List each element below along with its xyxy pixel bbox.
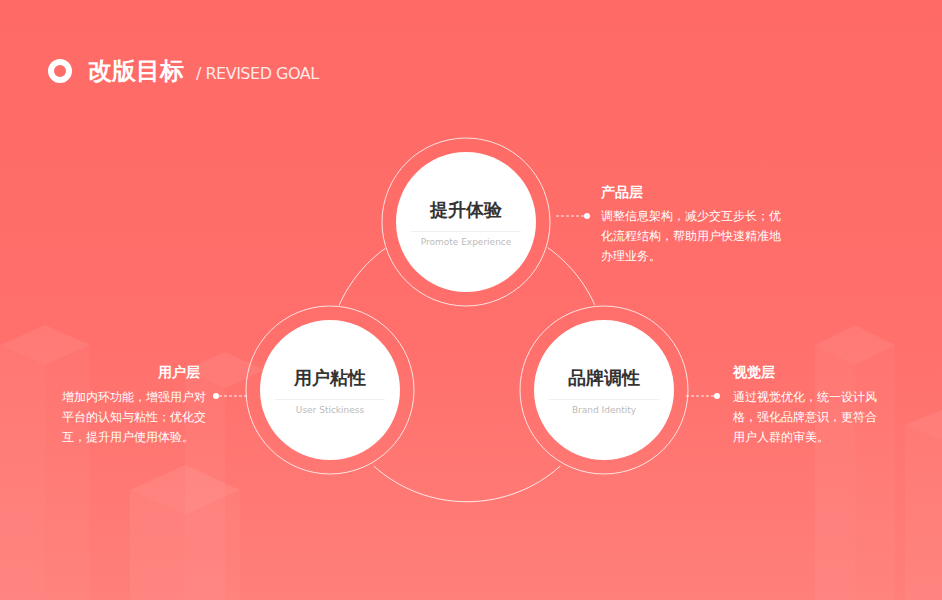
circle-outline: [245, 305, 415, 475]
callout-heading: 产品层: [601, 182, 643, 202]
title-subtitle: / REVISED GOAL: [196, 64, 319, 84]
goal-subtitle: Promote Experience: [421, 237, 512, 247]
page-title: 改版目标: [88, 55, 184, 87]
connector-arc: [548, 248, 595, 305]
separator: [411, 231, 521, 232]
callout-heading: 用户层: [158, 362, 200, 382]
iso-blocks: [0, 325, 942, 600]
callout-heading: 视觉层: [733, 362, 775, 382]
goal-title: 用户粘性: [294, 366, 366, 390]
connector-arc: [374, 466, 560, 502]
goal-subtitle: User Stickiness: [296, 405, 364, 415]
callout-body: 通过视觉优化，统一设计风格，强化品牌意识，更符合用户人群的审美。: [733, 387, 885, 447]
circle-outline: [519, 305, 689, 475]
callout-body: 调整信息架构，减少交互步长；优化流程结构，帮助用户快速精准地办理业务。: [601, 206, 786, 266]
title-icon: [51, 62, 69, 80]
goal-circle: 用户粘性 User Stickiness: [245, 305, 415, 475]
separator: [549, 399, 659, 400]
goal-circle: 提升体验 Promote Experience: [381, 137, 551, 307]
goal-circle: 品牌调性 Brand Identity: [519, 305, 689, 475]
goal-title: 提升体验: [430, 198, 502, 222]
connector-arc: [339, 248, 385, 305]
circle-content: 品牌调性 Brand Identity: [519, 305, 689, 475]
goal-title: 品牌调性: [568, 366, 640, 390]
callout-body: 增加内环功能，增强用户对平台的认知与粘性；优化交互，提升用户使用体验。: [62, 387, 212, 447]
circle-content: 用户粘性 User Stickiness: [245, 305, 415, 475]
goal-subtitle: Brand Identity: [572, 405, 636, 415]
separator: [275, 399, 385, 400]
circle-content: 提升体验 Promote Experience: [381, 137, 551, 307]
circle-outline: [381, 137, 551, 307]
